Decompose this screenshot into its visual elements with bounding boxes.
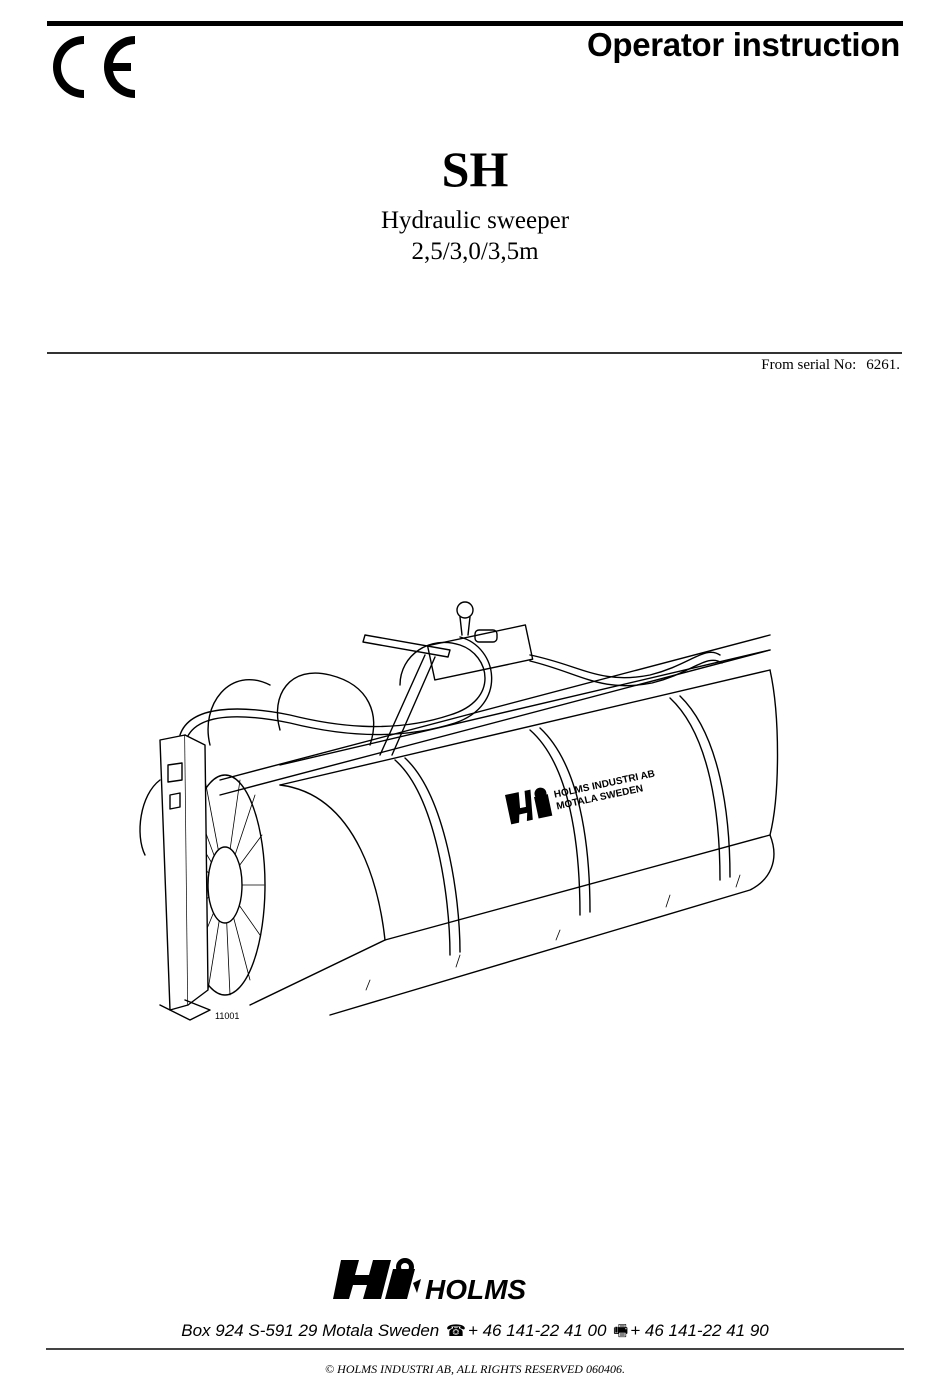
copyright-notice: © HOLMS INDUSTRI AB, ALL RIGHTS RESERVED… — [325, 1362, 625, 1376]
phone-number: + 46 141-22 41 00 — [467, 1321, 607, 1340]
top-rule — [47, 21, 903, 26]
section-rule — [47, 352, 902, 354]
footer-rule — [46, 1348, 904, 1350]
company-address: Box 924 S-591 29 Motala Sweden ☎+ 46 141… — [0, 1320, 950, 1347]
product-sizes: 2,5/3,0/3,5m — [411, 238, 539, 265]
document-type-title: Operator instruction — [586, 26, 900, 63]
sweeper-illustration: HOLMS INDUSTRI AB MOTALA SWEDEN 11001 — [139, 601, 779, 1021]
serial-value: 6261. — [866, 357, 900, 373]
telephone-icon: ☎ — [446, 1323, 466, 1340]
fax-icon: 🖷 — [613, 1323, 629, 1340]
ce-mark-icon — [53, 36, 135, 98]
serial-label: From serial No: — [761, 357, 857, 373]
fax-number: + 46 141-22 41 90 — [630, 1321, 769, 1340]
product-subtitle: Hydraulic sweeper 2,5/3,0/3,5m — [0, 205, 950, 267]
postal-address: Box 924 S-591 29 Motala Sweden — [181, 1321, 440, 1340]
model-name: SH — [441, 141, 509, 197]
serial-number: From serial No: 6261. — [761, 357, 900, 374]
holms-logo: HOLMS — [333, 1258, 526, 1305]
brand-name: HOLMS — [425, 1274, 526, 1305]
product-name: Hydraulic sweeper — [380, 207, 570, 234]
figure-number: 11001 — [215, 1011, 239, 1021]
